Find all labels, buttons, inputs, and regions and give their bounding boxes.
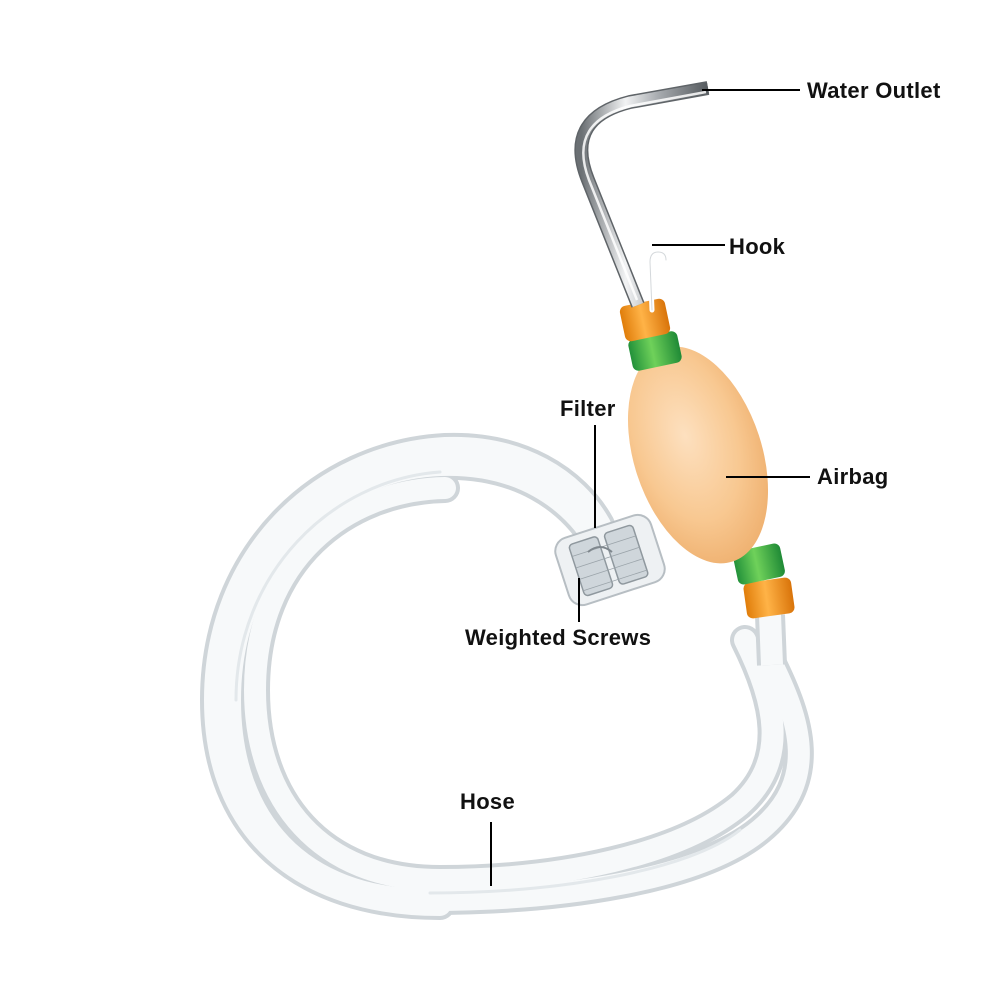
water-outlet-tube bbox=[574, 81, 710, 308]
hose bbox=[199, 432, 814, 920]
airbag-bulb bbox=[627, 346, 769, 564]
hook-outline bbox=[649, 251, 667, 311]
label-weighted-screws: Weighted Screws bbox=[465, 625, 652, 650]
label-hook: Hook bbox=[729, 234, 786, 259]
hose-upper-segment-highlight bbox=[759, 614, 783, 666]
label-airbag: Airbag bbox=[817, 464, 889, 489]
label-water-outlet: Water Outlet bbox=[807, 78, 941, 103]
label-filter: Filter bbox=[560, 396, 616, 421]
leader-lines bbox=[490, 89, 810, 886]
upper-fittings bbox=[619, 298, 682, 371]
filter bbox=[554, 513, 666, 607]
label-hose: Hose bbox=[460, 789, 515, 814]
